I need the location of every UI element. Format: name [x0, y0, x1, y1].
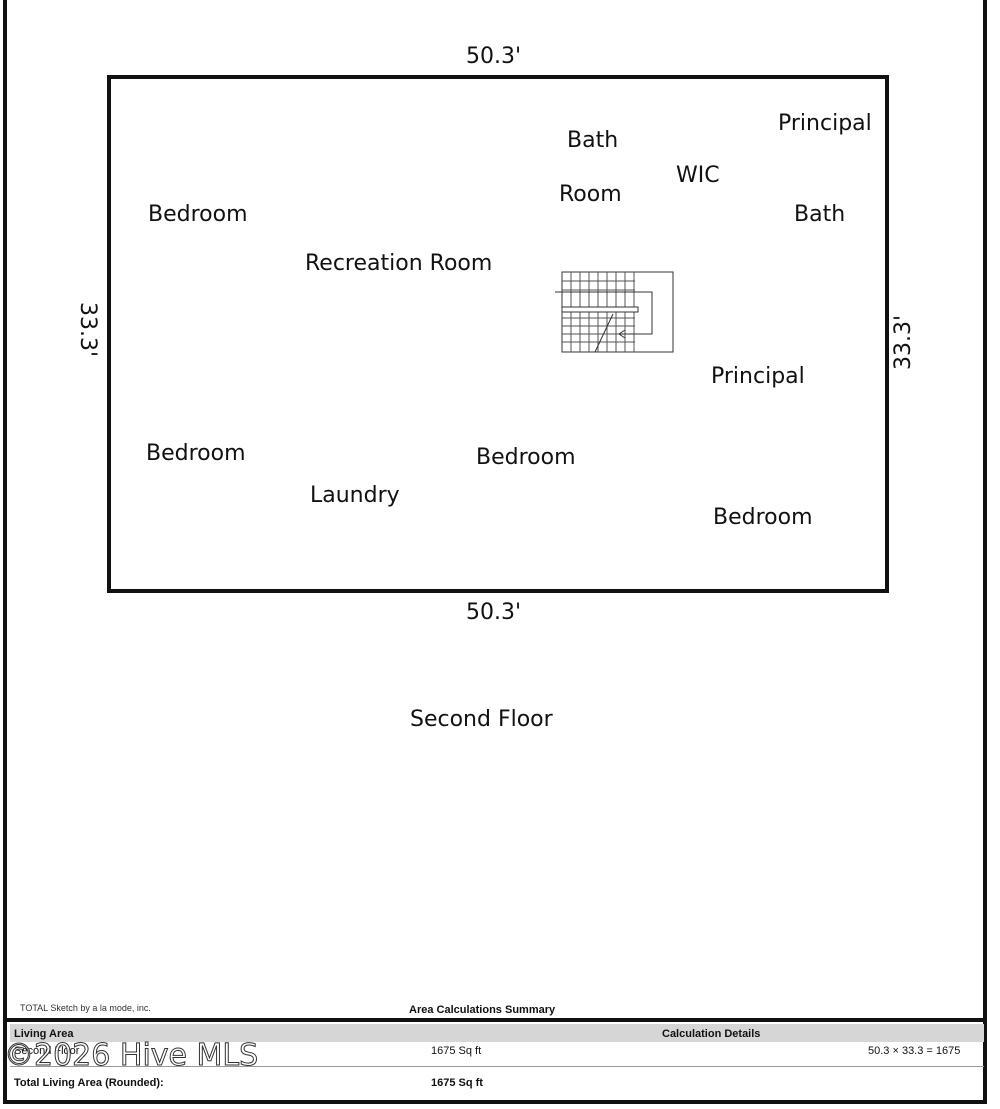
dimension-right: 33.3' — [891, 314, 917, 371]
watermark: ©2026 Hive MLS — [3, 1038, 259, 1074]
floorplan-outline — [107, 75, 889, 593]
room-label-bedroom-sw: Bedroom — [146, 441, 246, 466]
dimension-left: 33.3' — [75, 301, 101, 358]
room-label-laundry: Laundry — [310, 483, 400, 508]
summary-top-rule — [7, 1018, 984, 1022]
floor-title: Second Floor — [410, 707, 553, 732]
room-label-principal-bath-line1: Principal — [778, 111, 872, 136]
summary-header-bar — [10, 1024, 984, 1042]
calculation-details-header: Calculation Details — [662, 1028, 761, 1040]
page-frame — [3, 0, 987, 1104]
room-label-bath-line1: Bath — [567, 128, 619, 153]
sketch-credit: TOTAL Sketch by a la mode, inc. — [20, 1003, 151, 1013]
room-label-bath-line2: Room — [559, 182, 622, 207]
total-living-area-value: 1675 Sq ft — [431, 1077, 483, 1089]
room-label-bedroom-center: Bedroom — [476, 445, 576, 470]
summary-title: Area Calculations Summary — [409, 1004, 556, 1016]
room-label-recreation-room: Recreation Room — [305, 251, 493, 276]
room-label-bedroom-nw: Bedroom — [148, 202, 248, 227]
dimension-bottom: 50.3' — [466, 600, 522, 625]
summary-row-rule — [10, 1066, 984, 1067]
room-label-principal-bath-line2: Bath — [794, 202, 846, 227]
row-area: 1675 Sq ft — [431, 1045, 482, 1057]
row-calculation: 50.3 × 33.3 = 1675 — [868, 1045, 961, 1057]
room-label-principal: Principal — [711, 364, 805, 389]
dimension-top: 50.3' — [466, 44, 522, 69]
staircase-icon — [555, 271, 674, 353]
row-label-second-floor: Second Floor — [14, 1045, 80, 1057]
room-label-wic: WIC — [676, 163, 720, 188]
room-label-bedroom-se: Bedroom — [713, 505, 813, 530]
living-area-header: Living Area — [14, 1028, 74, 1040]
total-living-area-label: Total Living Area (Rounded): — [14, 1077, 164, 1089]
